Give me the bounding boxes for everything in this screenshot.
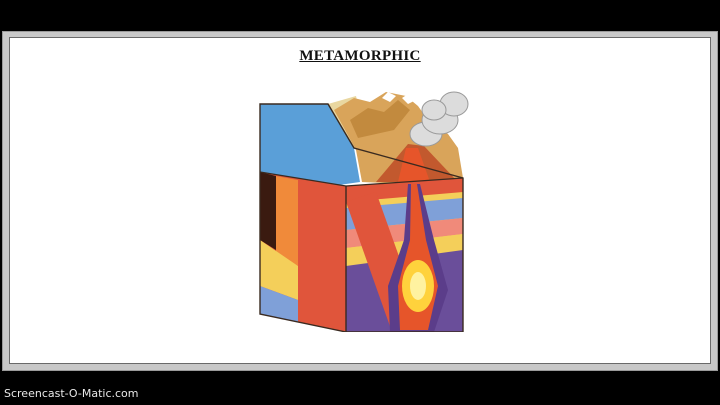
slide-canvas: METAMORPHIC: [9, 37, 711, 364]
left-layer-red: [298, 180, 346, 332]
top-letterbox-bar: [0, 0, 720, 30]
left-layer-dark: [260, 172, 276, 250]
recorder-watermark: Screencast-O-Matic.com: [4, 387, 139, 400]
volcano-cross-section-illustration: [259, 91, 469, 332]
slide-title: METAMORPHIC: [299, 48, 421, 64]
snow-cap-1: [382, 92, 396, 102]
recorder-bar: Screencast-O-Matic.com: [0, 384, 720, 405]
snow-cap-2: [402, 94, 416, 104]
smoke-plume: [409, 91, 469, 147]
left-layer-orange: [276, 176, 298, 266]
left-layer-blue: [260, 286, 298, 322]
slide-frame: METAMORPHIC: [2, 31, 718, 371]
magma-hot-core: [410, 272, 426, 300]
left-layer-yellow: [260, 240, 298, 300]
ocean-surface: [260, 104, 360, 186]
mountain-ridges: [350, 100, 410, 138]
